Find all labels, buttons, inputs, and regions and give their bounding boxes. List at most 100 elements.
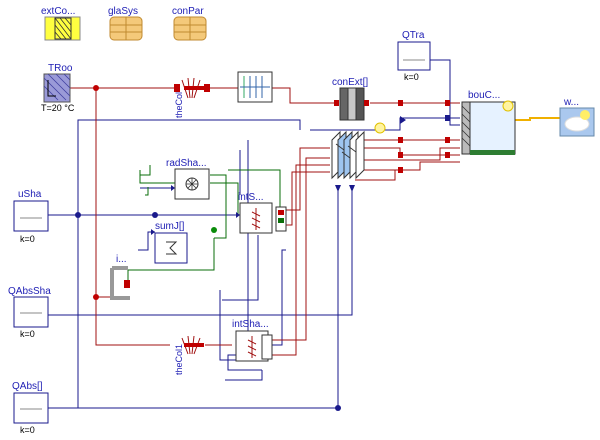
component-param: k=0: [20, 425, 35, 435]
component-sumJ[interactable]: sumJ[]: [154, 221, 188, 264]
component-theCol1[interactable]: theCol1: [174, 335, 204, 375]
connection-line: [95, 88, 170, 346]
component-iSig[interactable]: i...: [110, 254, 130, 300]
connection-line: [138, 231, 155, 251]
theCol-port: [204, 84, 210, 92]
input-arrow: [151, 229, 155, 235]
connection-line: [210, 182, 239, 215]
thermometer-icon: [47, 80, 56, 97]
component-glass-panes[interactable]: [331, 122, 386, 180]
component-name: uSha: [18, 189, 42, 200]
component-name: QAbs[]: [12, 381, 43, 392]
component-name: theCol: [174, 92, 184, 118]
connection-line: [127, 238, 215, 285]
component-name: glaSys: [108, 6, 138, 17]
port: [445, 115, 450, 121]
sum-icon: [166, 241, 178, 255]
junctions: [75, 85, 341, 411]
shade-icon: [247, 336, 257, 358]
connection-line: [145, 187, 149, 196]
component-name: conPar: [172, 6, 204, 17]
QAbs-box: [13, 392, 49, 424]
connection-line: [77, 215, 338, 409]
sumJ-box: [154, 232, 188, 264]
connection-line: [139, 170, 180, 184]
port: [398, 137, 403, 143]
connection-line: [219, 290, 238, 361]
component-radSha[interactable]: radSha...: [166, 158, 210, 200]
bouC-ground: [470, 150, 515, 155]
connection-line: [272, 164, 330, 356]
port: [184, 343, 204, 347]
conExt-port: [334, 100, 339, 106]
port: [124, 280, 130, 288]
sun-rays: [186, 178, 198, 190]
component-name: conExt[]: [332, 77, 368, 88]
component-name: radSha...: [166, 158, 207, 169]
component-name: theCol1: [174, 344, 184, 375]
junction-dot: [93, 85, 99, 91]
QTra-box: [397, 41, 431, 71]
component-QAbsSha[interactable]: QAbsSha k=0: [8, 286, 51, 339]
junction-dot: [152, 212, 158, 218]
junction-dot: [335, 405, 341, 411]
uSha-box: [13, 200, 49, 232]
connection-line: [270, 249, 286, 346]
component-name: QTra: [402, 30, 425, 41]
connection-line: [222, 235, 259, 301]
component-name: TRoo: [48, 63, 73, 74]
bus-ports: [151, 100, 450, 235]
component-name: w...: [563, 97, 579, 108]
component-intSha2[interactable]: intSha...: [232, 319, 273, 362]
connection-line: [430, 59, 460, 126]
component-name: sumJ[]: [155, 221, 185, 232]
port: [398, 100, 403, 106]
theCol-port: [184, 86, 204, 90]
component-name: QAbsSha: [8, 286, 51, 297]
component-intSha[interactable]: intS...: [238, 192, 287, 234]
component-glaSys[interactable]: glaSys: [108, 6, 143, 41]
component-extCon[interactable]: extCo...: [41, 6, 81, 41]
connection-line: [48, 119, 301, 216]
sun-icon: [502, 100, 514, 112]
junction-dot: [211, 227, 217, 233]
bouC-hatch: [461, 105, 471, 147]
component-uSha[interactable]: uSha k=0: [13, 189, 49, 244]
input-arrow: [349, 185, 355, 192]
component-conExt[interactable]: conExt[]: [332, 77, 369, 121]
component-QAbs[interactable]: QAbs[] k=0: [12, 381, 49, 435]
intSha2-port-block: [261, 334, 273, 360]
weather-bus-line: [515, 117, 560, 121]
port: [278, 218, 284, 223]
component-sun-flux-block[interactable]: [237, 71, 273, 103]
component-name: extCo...: [41, 6, 75, 17]
connection-line: [272, 87, 338, 104]
input-arrow: [171, 185, 175, 191]
glass-pane: [355, 130, 365, 180]
conExt-layer: [339, 87, 349, 121]
component-weaBus[interactable]: w...: [559, 97, 595, 137]
junction-dot: [75, 212, 81, 218]
component-conPar[interactable]: conPar: [172, 6, 207, 41]
component-param: T=20 °C: [41, 103, 75, 113]
component-bouC[interactable]: bouC...: [461, 90, 516, 155]
port: [398, 152, 403, 158]
component-name: intS...: [238, 192, 264, 203]
QAbsSha-box: [13, 296, 49, 328]
connection-line: [140, 165, 151, 176]
input-arrow: [236, 212, 240, 218]
extCon-hatch: [54, 17, 72, 40]
component-theCol[interactable]: theCol: [174, 77, 210, 118]
component-param: k=0: [20, 234, 35, 244]
port: [445, 152, 450, 158]
glass-hatch: [335, 143, 357, 159]
component-param: k=0: [404, 72, 419, 82]
splitter-frame: [110, 266, 130, 300]
component-QTra[interactable]: QTra k=0: [397, 30, 431, 82]
connection-line: [286, 147, 330, 211]
component-TRoo[interactable]: TRoo T=20 °C: [41, 63, 75, 113]
component-name: i...: [116, 254, 127, 265]
connection-line: [48, 188, 353, 316]
input-arrow: [335, 185, 341, 192]
